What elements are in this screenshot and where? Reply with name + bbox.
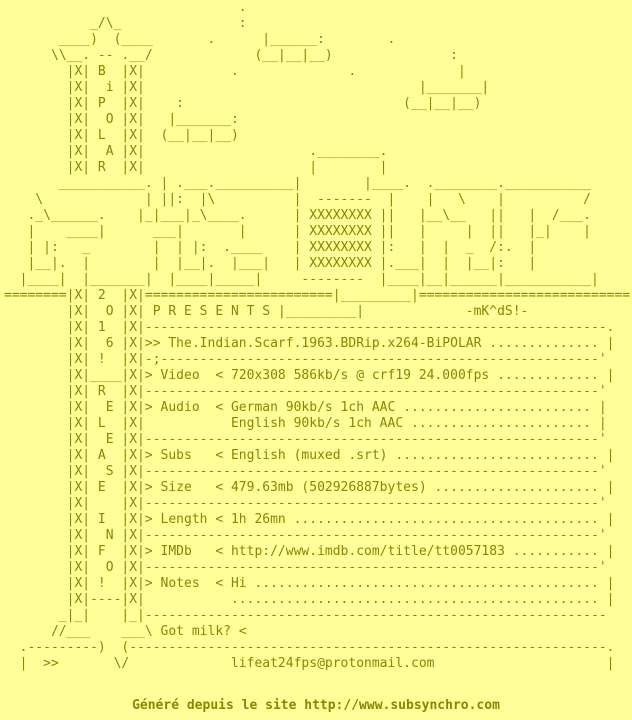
footer-credit: Généré depuis le site http://www.subsync… — [0, 698, 632, 714]
footer-credit-text: Généré depuis le site — [132, 698, 305, 713]
footer-site-link[interactable]: http://www.subsynchro.com — [304, 698, 500, 713]
nfo-ascii-art: . _/\_ : ____) (____ . |______: . \\__. … — [4, 0, 631, 671]
